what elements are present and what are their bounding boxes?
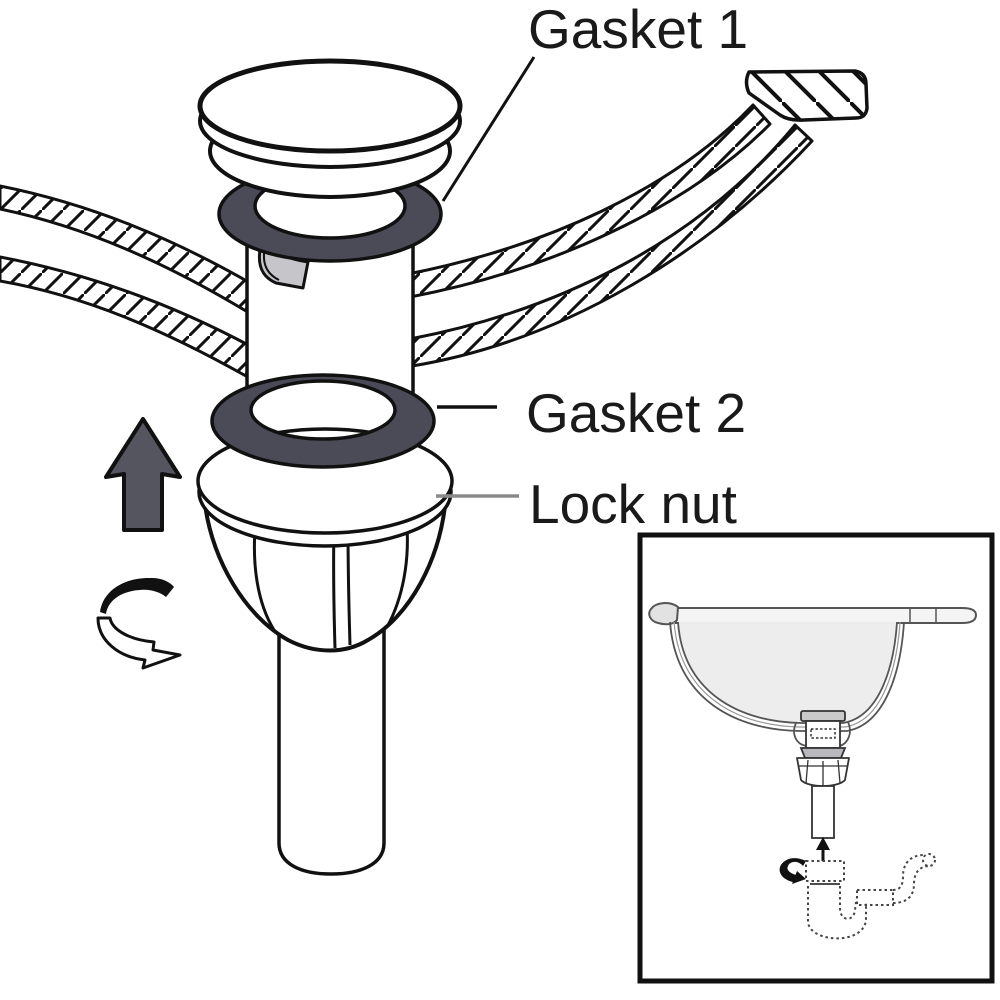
inset-drain-assembly (796, 710, 850, 839)
sink-rim-block (744, 69, 869, 122)
tailpipe (277, 630, 386, 876)
sink-cross-section (0, 69, 869, 378)
inset-rim-left-cap (648, 602, 680, 626)
inset-trap-outlet-end (922, 853, 936, 867)
rotate-arrow-icon (96, 577, 182, 670)
inset-gasket (799, 747, 847, 759)
inset-sink-rim (648, 602, 978, 626)
inset-drain-threads (810, 728, 836, 739)
inset-trap-union-nut (856, 889, 894, 906)
cap-top (197, 58, 463, 154)
up-arrow-icon (104, 417, 182, 532)
leader-lines (436, 56, 536, 498)
sink-wall-right-upper (406, 103, 772, 299)
gasket1-label: Gasket 1 (528, 0, 748, 60)
sink-wall-right-lower (408, 123, 814, 368)
inset-drain-collar-right (839, 721, 851, 747)
inset-overview (637, 532, 995, 984)
inset-tailpipe (811, 785, 835, 839)
inset-p-trap (805, 853, 936, 940)
inset-trap-slip-nut (805, 860, 845, 882)
pop-up-cap (197, 58, 463, 199)
inset-drain-collar-left (793, 722, 807, 747)
locknut-label: Lock nut (529, 473, 737, 535)
inset-drain-flange (800, 710, 846, 722)
gasket-2-ring (210, 373, 436, 469)
inset-sink-bowl (669, 621, 905, 747)
inset-rotate-arrow-icon (779, 858, 806, 884)
inset-basin-fill (678, 622, 897, 723)
gasket2-label: Gasket 2 (526, 382, 746, 444)
gasket1-leader-line (441, 56, 536, 202)
inset-up-arrow-icon (816, 837, 830, 861)
